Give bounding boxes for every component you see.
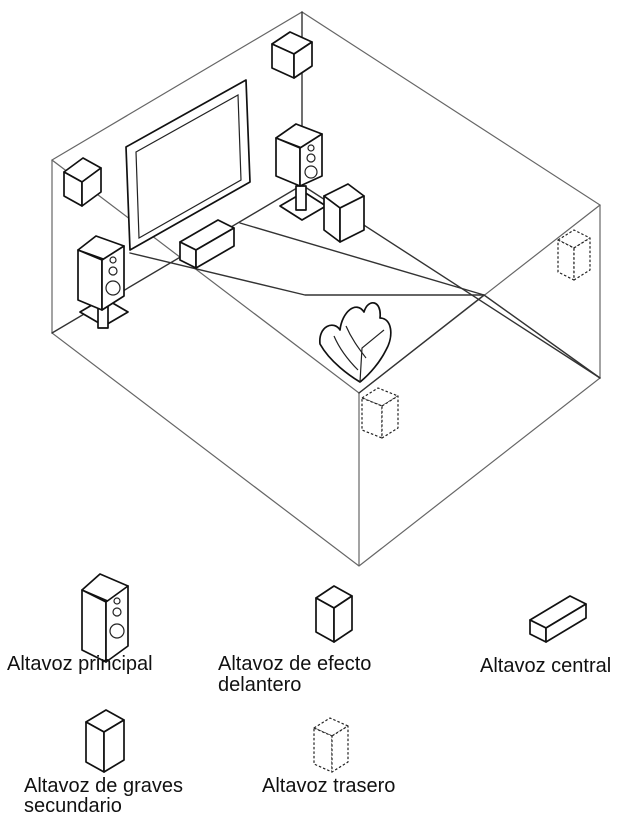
center-speaker-icon-legend [529,595,587,643]
armchair-icon [319,302,392,383]
subwoofer-icon [323,183,365,243]
main-speaker-left-icon [77,235,129,329]
front-effect-speaker-right-icon [271,31,313,79]
legend-label-rear-speaker: Altavoz trasero [262,775,396,797]
tv-screen-icon [125,79,251,251]
legend-label-front-effect-speaker: Altavoz de efecto [218,653,372,675]
rear-speaker-icon [313,717,349,773]
subwoofer-icon-legend [85,709,125,773]
legend-label-subwoofer-line2: secundario [24,795,122,817]
room-box [50,11,602,567]
rear-speaker-right-icon [557,229,591,281]
front-effect-speaker-left-icon [63,157,102,207]
main-speaker-icon [81,573,129,663]
legend-label-main-speaker: Altavoz principal [7,653,153,675]
legend-label-subwoofer: Altavoz de graves [24,775,183,797]
rear-speaker-left-icon [361,387,399,439]
main-speaker-right-icon [275,123,327,221]
front-effect-speaker-icon [315,585,353,643]
legend-label-front-effect-speaker-line2: delantero [218,674,302,696]
center-speaker-icon [179,219,235,269]
legend-label-center-speaker: Altavoz central [480,655,612,677]
